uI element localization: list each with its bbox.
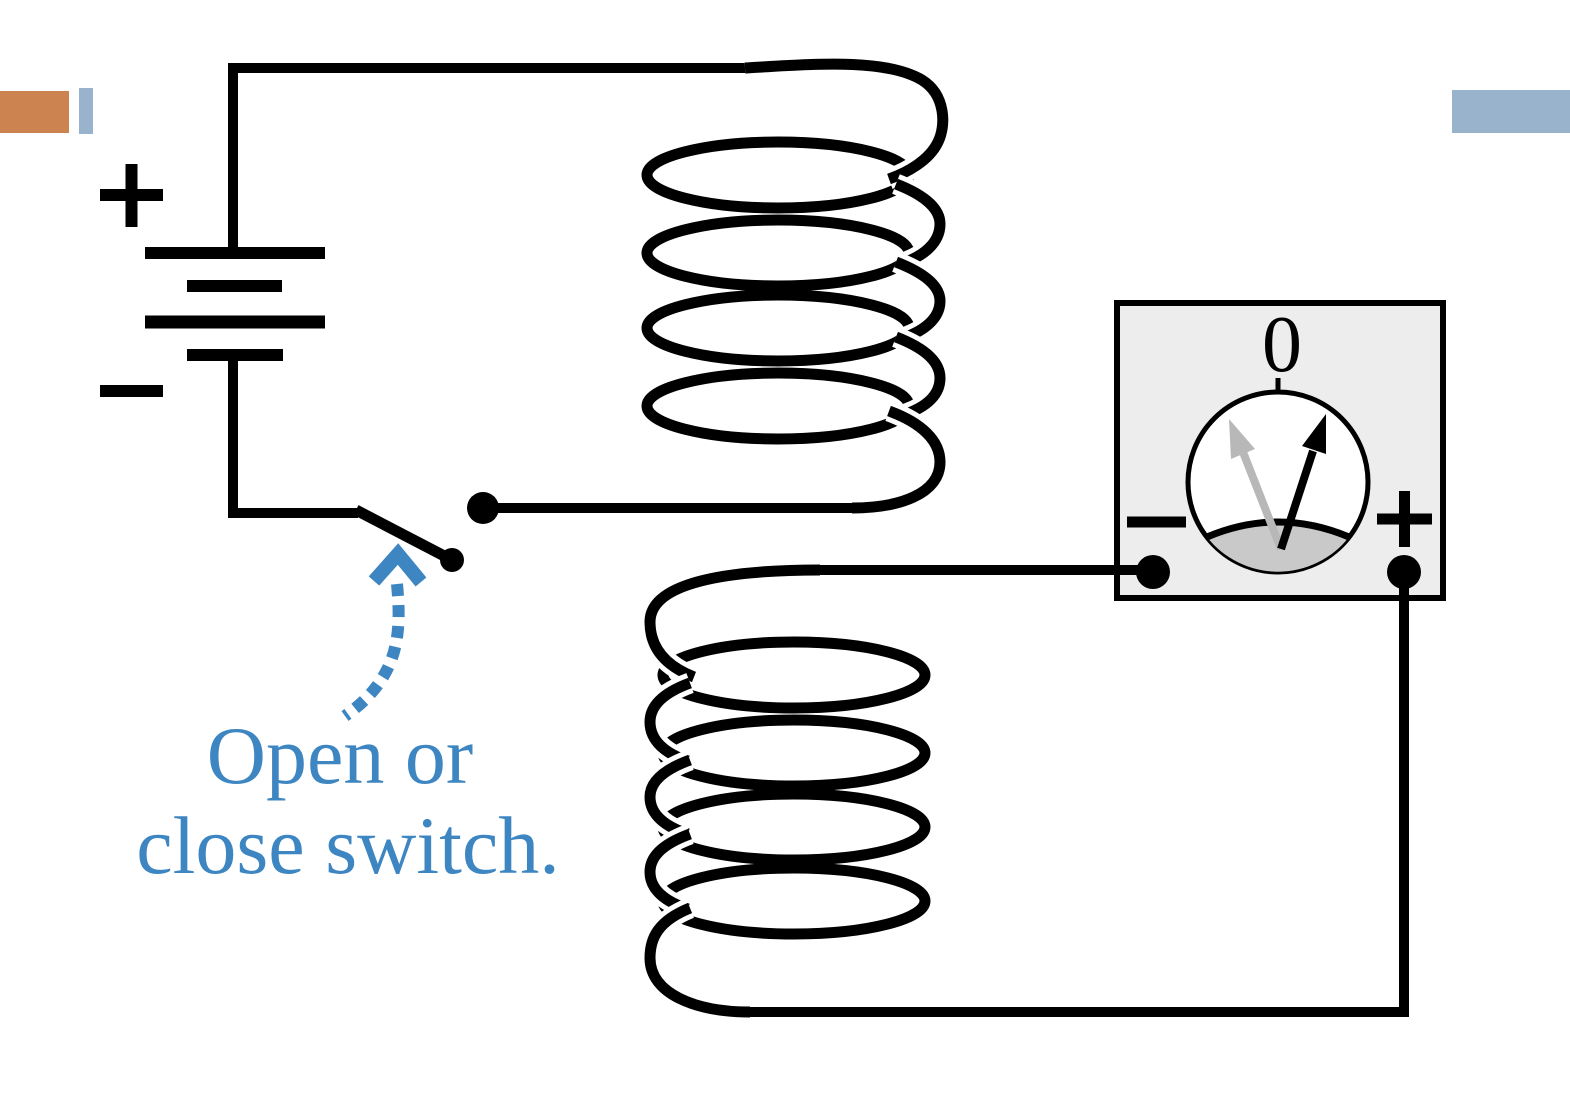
primary-turn-4	[641, 367, 915, 445]
secondary-exit-arc	[644, 902, 751, 1018]
switch-contact-dot	[467, 492, 499, 524]
needle-black-arrowhead-icon	[1302, 414, 1326, 454]
needle-gray-arrowhead-icon	[1229, 419, 1255, 459]
meter-negative-terminal	[1136, 555, 1170, 589]
annotation-arrowhead-icon	[368, 543, 427, 587]
decorative-blue-tick	[79, 88, 93, 134]
secondary-link-arc-2	[644, 754, 692, 840]
primary-exit-arc	[851, 405, 946, 514]
annotation-dotted-arrow	[341, 583, 405, 721]
needle-black	[1277, 449, 1317, 551]
galvanometer: 0	[1114, 300, 1446, 601]
switch-annotation: Open or close switch.	[136, 543, 560, 891]
switch	[228, 350, 499, 572]
dial-shade-arc	[1205, 518, 1351, 541]
decorative-blue-bar	[1452, 90, 1570, 133]
primary-link-arc-1	[893, 178, 946, 270]
secondary-link-arc-1	[644, 677, 693, 767]
primary-coil	[228, 53, 954, 519]
primary-link-arc-2	[893, 256, 946, 345]
secondary-coil	[639, 559, 1409, 1023]
wire-coil-to-meter-positive	[748, 578, 1409, 1017]
switch-arm	[353, 505, 455, 565]
primary-turn-3	[641, 289, 915, 367]
switch-arm-tip-dot	[440, 548, 464, 572]
secondary-entry-arc	[644, 564, 821, 683]
primary-turn-1	[641, 136, 915, 214]
primary-entry-arc	[744, 58, 949, 185]
secondary-turn-2	[657, 714, 931, 792]
battery-positive-sign	[100, 164, 163, 227]
wire-battery-to-coil	[228, 63, 748, 253]
wire-battery-to-switch	[228, 350, 358, 518]
annotation-line-1: Open or	[207, 710, 473, 801]
decorative-orange-bar	[0, 91, 69, 133]
galvanometer-plus-sign	[1377, 491, 1432, 547]
galvanometer-zero-label: 0	[1262, 301, 1302, 389]
secondary-turn-3	[657, 788, 931, 866]
secondary-link-arc-3	[644, 828, 692, 915]
annotation-line-2: close switch.	[136, 800, 560, 891]
secondary-turn-4	[657, 862, 931, 940]
battery	[100, 164, 325, 397]
secondary-turn-1	[657, 636, 931, 714]
primary-link-arc-3	[893, 331, 946, 422]
primary-turn-2	[641, 214, 915, 292]
needle-gray	[1239, 450, 1285, 551]
meter-positive-terminal	[1387, 555, 1421, 589]
